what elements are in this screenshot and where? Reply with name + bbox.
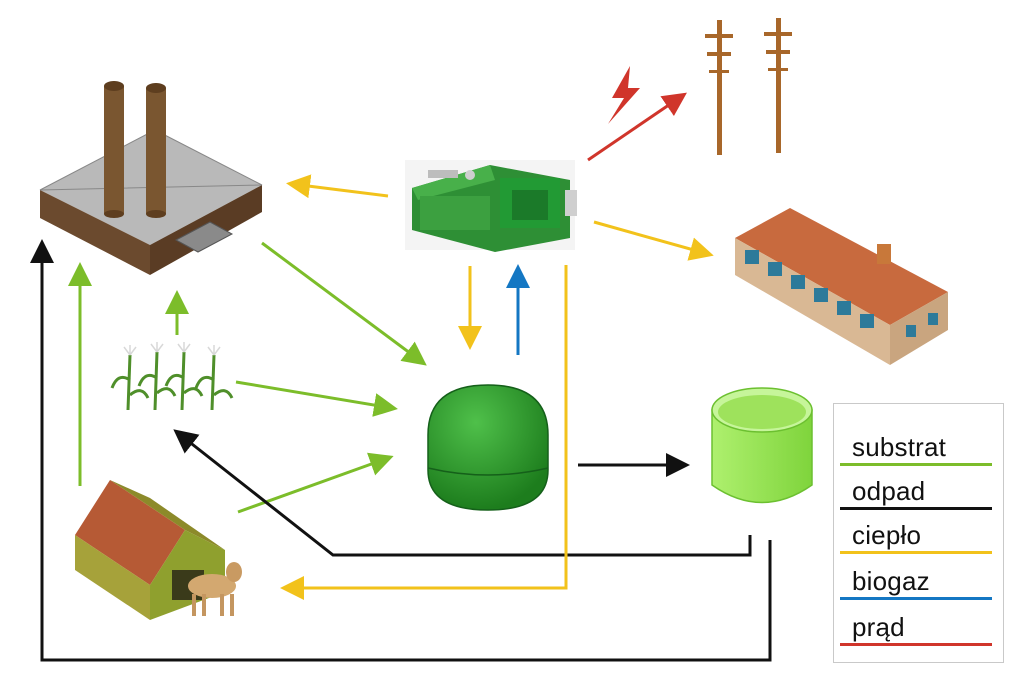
- legend-item-biogaz: biogaz: [834, 566, 1005, 614]
- cieplo-arrows: [280, 174, 714, 600]
- legend: substrat odpad ciepło biogaz prąd: [833, 403, 1004, 663]
- cow-icon: [188, 562, 242, 616]
- prad-arrow: [587, 92, 687, 162]
- legend-item-substrat: substrat: [834, 432, 1005, 480]
- generator-icon: [405, 160, 577, 252]
- legend-line-biogaz: [840, 597, 992, 600]
- digester-dome-icon: [427, 384, 549, 511]
- legend-label: prąd: [852, 612, 905, 642]
- legend-label: substrat: [852, 432, 947, 462]
- factory-icon: [39, 81, 263, 275]
- legend-line-substrat: [840, 463, 992, 466]
- lightning-icon: [608, 66, 640, 124]
- legend-item-cieplo: ciepło: [834, 520, 1005, 568]
- storage-tank-icon: [711, 387, 813, 504]
- residential-building-icon: [735, 208, 948, 365]
- legend-line-odpad: [840, 507, 992, 510]
- legend-item-prad: prąd: [834, 612, 1005, 660]
- corn-plants-icon: [110, 342, 234, 411]
- substrat-arrows: [68, 241, 427, 514]
- legend-line-prad: [840, 643, 992, 646]
- odpad-arrows: [30, 239, 772, 662]
- legend-label: odpad: [852, 476, 926, 506]
- legend-line-cieplo: [840, 551, 992, 554]
- power-poles-icon: [705, 18, 792, 155]
- legend-label: ciepło: [852, 520, 922, 550]
- legend-label: biogaz: [852, 566, 930, 596]
- legend-item-odpad: odpad: [834, 476, 1005, 524]
